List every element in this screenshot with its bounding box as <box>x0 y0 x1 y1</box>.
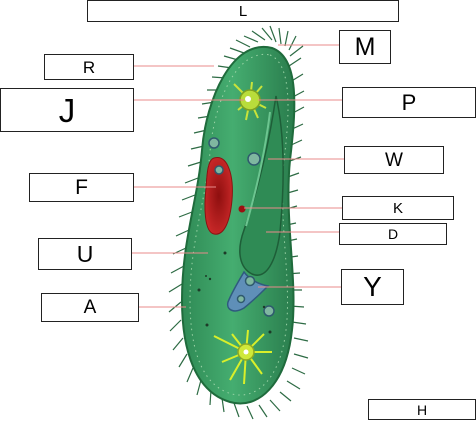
label-L: L <box>87 0 399 22</box>
label-W: W <box>344 146 444 174</box>
macronucleus <box>204 157 233 235</box>
label-H: H <box>368 399 476 420</box>
label-U: U <box>38 238 132 270</box>
contractile-vacuole-bottom-pore <box>243 349 249 355</box>
micronucleus <box>238 205 246 213</box>
leader-lines <box>132 44 344 308</box>
label-R: R <box>44 54 134 80</box>
label-D: D <box>339 223 447 245</box>
food-vacuoles <box>208 137 275 317</box>
oral-groove <box>239 95 284 276</box>
label-Y: Y <box>341 269 404 305</box>
contractile-vacuole-bottom <box>213 329 272 385</box>
contractile-vacuole-top-pore <box>245 96 251 102</box>
label-M: M <box>339 30 391 64</box>
label-A: A <box>41 293 139 322</box>
oral-groove-highlight <box>245 111 271 227</box>
label-P: P <box>342 87 476 118</box>
label-J: J <box>0 88 134 132</box>
label-K: K <box>342 196 454 220</box>
granules <box>197 251 272 334</box>
pellicle <box>189 54 289 396</box>
label-F: F <box>29 173 134 202</box>
